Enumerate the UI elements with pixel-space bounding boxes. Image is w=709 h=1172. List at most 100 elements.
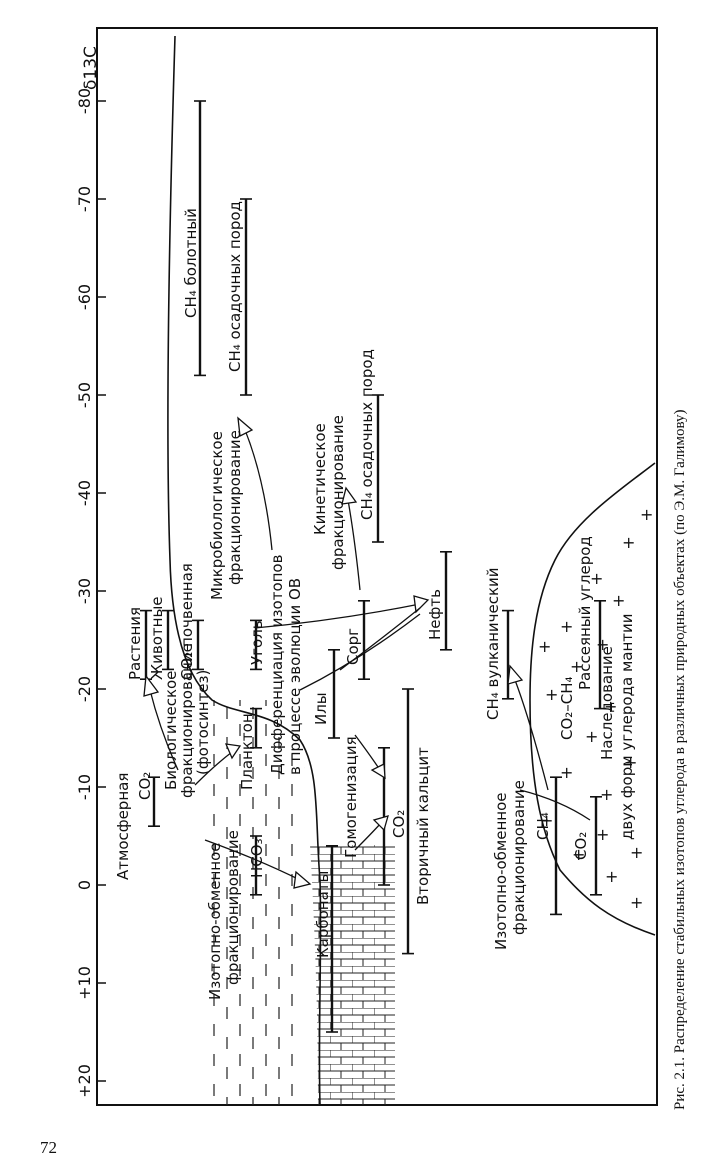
label-atm-1: Атмосферная — [114, 773, 132, 880]
arrow-homog-2-head — [372, 815, 389, 832]
axis-tick-label: -20 — [75, 676, 94, 702]
svg-text:+: + — [624, 753, 637, 772]
range-bar — [594, 599, 606, 710]
range-bar — [162, 609, 174, 671]
svg-text:+: + — [570, 657, 583, 676]
organic-boundary-curve — [167, 35, 322, 1106]
arrow-izo — [204, 839, 301, 881]
figure-caption: Рис. 2.1. Распределение стабильных изото… — [672, 409, 688, 1110]
arrow-bio-2 — [194, 751, 233, 786]
label-ch4-vulk: CH₄ вулканический — [484, 567, 502, 720]
label-izo-r-2: фракционирование — [510, 780, 528, 935]
label-co2-ch4: CO₂–CH₄ — [558, 676, 576, 740]
label-co2-low: CO₂ — [572, 832, 590, 860]
range-bar — [250, 835, 262, 896]
axis-ticks: -80-70-60-50-40-30-20-100+10+20 — [75, 88, 106, 1098]
svg-text:+: + — [560, 617, 573, 636]
label-plankton: Планктон — [238, 713, 256, 790]
svg-text:+: + — [622, 533, 635, 552]
svg-text:+: + — [572, 845, 585, 864]
label-co2-poch: CO₂ почвенная — [178, 563, 196, 680]
label-izo-1: Изотопно-обменное — [206, 843, 224, 1001]
arrow-to-neft-1-head — [413, 595, 430, 614]
svg-text:+: + — [545, 685, 558, 704]
range-bar — [326, 844, 338, 1033]
svg-text:+: + — [604, 697, 617, 716]
axis-tick-label: 0 — [75, 880, 94, 890]
range-bar — [402, 688, 414, 955]
svg-text:+: + — [590, 569, 603, 588]
svg-text:+: + — [630, 843, 643, 862]
range-bar — [328, 648, 340, 739]
label-rasteniya: Растения — [126, 607, 144, 680]
label-ch4-boloty: CH₄ болотный — [182, 208, 200, 318]
label-hco3: HCO₃ — [248, 838, 266, 878]
arrow-to-neft-3 — [339, 607, 421, 671]
label-ugol: Уголь — [248, 620, 266, 665]
range-bar — [550, 776, 562, 916]
arrow-kinetic — [347, 499, 361, 591]
label-ch4-low: CH₄ — [534, 812, 552, 840]
labels: CH₄ болотный CH₄ осадочных пород CH₄ оса… — [114, 201, 636, 1000]
label-zhivotnye: Животные — [148, 596, 166, 680]
label-bio-1: Биологическое — [162, 671, 180, 790]
label-ch4-osad-2: CH₄ осадочных пород — [358, 349, 376, 520]
range-bar — [502, 609, 514, 700]
label-mikrobio-1: Микробиологическое — [208, 431, 226, 600]
axis: -80-70-60-50-40-30-20-100+10+20 δ13C — [75, 28, 106, 1105]
label-difer-1: Дифференциация изотопов — [268, 555, 286, 775]
range-bar — [240, 198, 252, 396]
arrow-vulk — [514, 679, 549, 791]
axis-title: δ13C — [81, 46, 101, 90]
range-bar — [194, 100, 206, 377]
label-atm-2: CO₂ — [136, 772, 154, 800]
label-vtor-kalcit: Вторичный кальцит — [414, 747, 432, 905]
arrow-bio-1-head — [143, 674, 160, 697]
arrow-microbio — [244, 429, 273, 551]
label-ch4-osad-1: CH₄ осадочных пород — [226, 201, 244, 372]
label-nasled-1: Наследование — [598, 646, 616, 760]
range-bar — [590, 795, 602, 896]
range-bars — [140, 100, 606, 1033]
mantle-curve — [529, 462, 656, 936]
svg-text:+: + — [560, 763, 573, 782]
label-gomogen: Гомогенизация — [342, 736, 360, 858]
svg-text:+: + — [585, 727, 598, 746]
axis-tick-label: -10 — [75, 774, 94, 800]
arrow-izo-head — [293, 870, 312, 889]
arrow-microbio-head — [237, 416, 254, 437]
axis-tick-label: +10 — [75, 966, 94, 1000]
svg-text:+: + — [630, 893, 643, 912]
label-neft: Нефть — [426, 589, 444, 640]
label-rasseyan: Рассеяный углерод — [576, 536, 594, 690]
water-region — [203, 700, 305, 1105]
label-co2-mid: CO₂ — [390, 810, 408, 838]
axis-tick-label: -40 — [75, 480, 94, 506]
label-karbonaty: Карбонаты — [314, 871, 332, 958]
svg-text:+: + — [596, 825, 609, 844]
arrow-to-neft-2 — [299, 613, 421, 691]
label-kinet-2: фракционирование — [329, 415, 347, 570]
arrow-bio-1 — [149, 689, 179, 771]
axis-tick-label: +20 — [75, 1064, 94, 1098]
svg-text:+: + — [612, 591, 625, 610]
range-bar — [250, 619, 262, 671]
range-bar — [440, 550, 452, 651]
arrow-izo-right — [519, 789, 591, 821]
arrow-homog-1-head — [370, 762, 386, 780]
label-bio-2: фракционирование — [178, 643, 196, 798]
label-ily: Илы — [312, 692, 330, 725]
label-kinet-1: Кинетическое — [311, 423, 329, 535]
axis-tick-label: -30 — [75, 578, 94, 604]
label-bio-3: (фотосинтез) — [194, 670, 212, 775]
range-bar — [148, 776, 160, 828]
label-izo-2: фракционирование — [224, 830, 242, 985]
svg-text:+: + — [600, 785, 613, 804]
page-number: 72 — [40, 1138, 57, 1157]
axis-tick-label: -70 — [75, 186, 94, 212]
arrows — [143, 416, 591, 889]
arrow-kinetic-head — [341, 486, 358, 505]
arrow-to-neft-1 — [254, 603, 421, 629]
arrow-bio-2-head — [224, 743, 242, 760]
svg-text:+: + — [605, 867, 618, 886]
